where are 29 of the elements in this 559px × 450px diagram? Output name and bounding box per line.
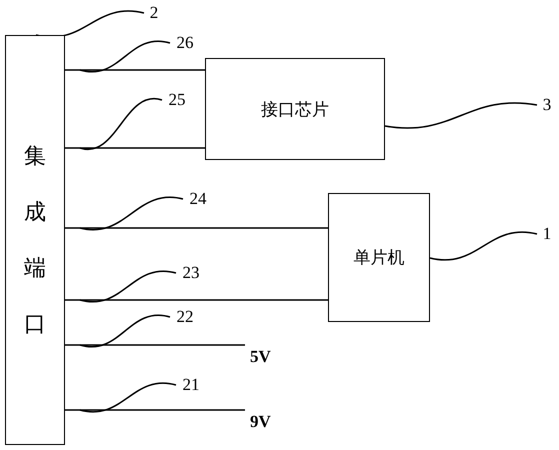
- leader-line: [80, 98, 162, 150]
- wire: [65, 409, 245, 411]
- wire: [65, 69, 205, 71]
- leader-line: [430, 231, 538, 261]
- callout-number: 2: [144, 2, 164, 24]
- leader-line: [80, 196, 184, 230]
- wire: [65, 227, 328, 229]
- callout-number: 23: [176, 262, 206, 284]
- module-label: 单片机: [354, 247, 404, 269]
- callout-number: 26: [170, 32, 200, 54]
- callout-number: 24: [183, 188, 213, 210]
- leader-line: [80, 314, 170, 348]
- wire: [65, 344, 245, 346]
- wire: [65, 147, 205, 149]
- leader-line: [384, 102, 538, 129]
- callout-number: 22: [170, 306, 200, 328]
- wire: [65, 299, 328, 301]
- port-label: 集成端口: [23, 142, 47, 338]
- module-box: [205, 58, 385, 160]
- port-box: [5, 35, 65, 445]
- module-label: 接口芯片: [261, 98, 329, 120]
- callout-number: 1: [537, 223, 557, 245]
- leader-line: [80, 270, 176, 302]
- leader-line: [80, 382, 176, 413]
- callout-number: 25: [162, 89, 192, 111]
- leader-line: [80, 40, 170, 72]
- callout-number: 3: [537, 94, 557, 116]
- module-box: [328, 193, 430, 322]
- callout-number: 21: [176, 374, 206, 396]
